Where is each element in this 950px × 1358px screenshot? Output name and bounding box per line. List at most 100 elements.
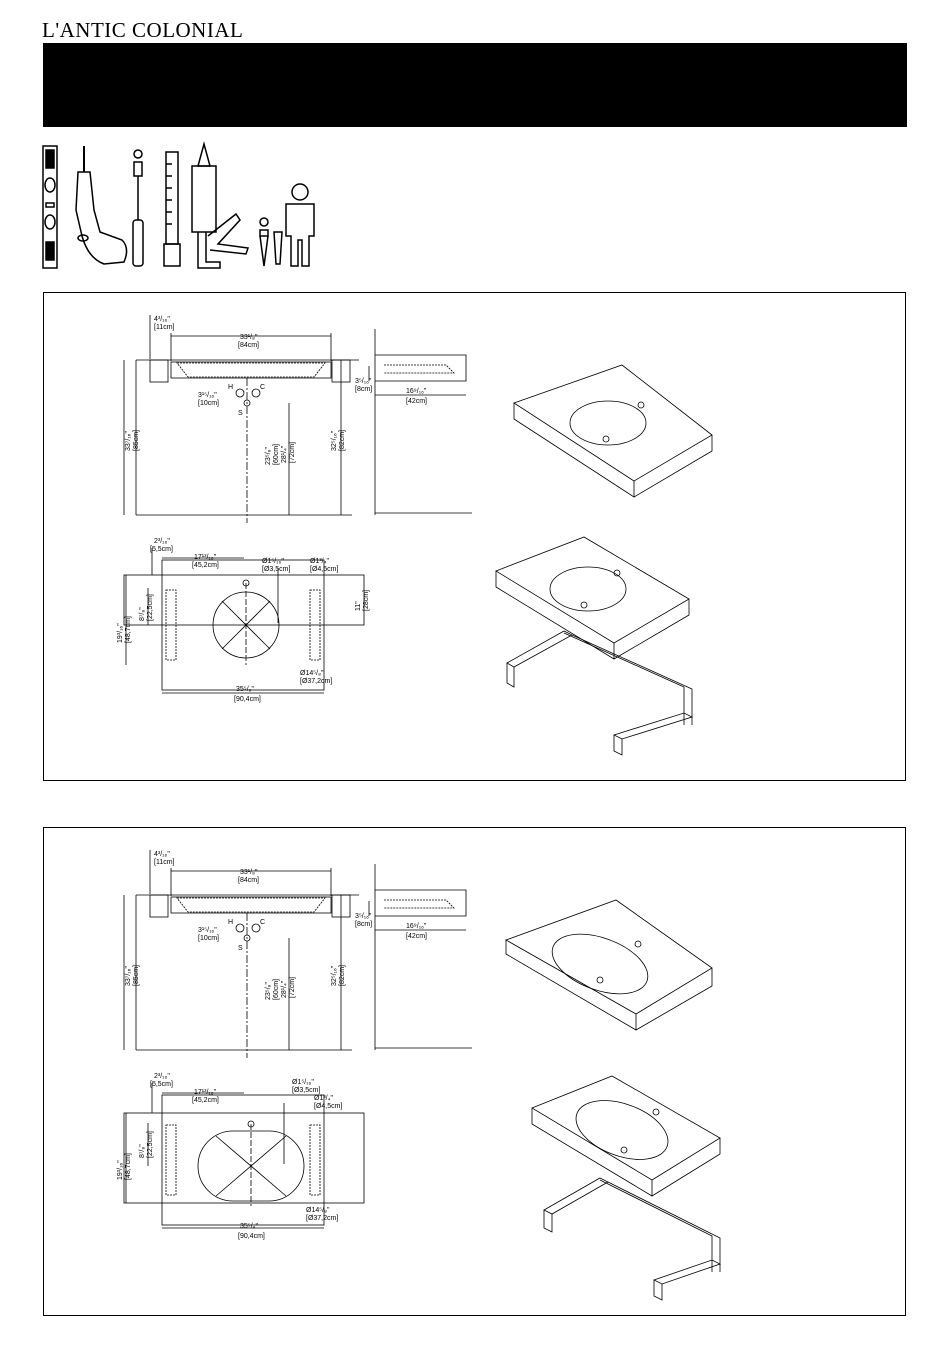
label-hole-h: H	[228, 384, 233, 391]
dim-height-right-in: 32⁵/₁₆"	[331, 965, 338, 986]
dim-height-right-cm: [82cm]	[339, 430, 346, 451]
dim-center-in: 17¹³/₁₆"	[194, 1089, 217, 1096]
dim-tap-cm: [Ø3,5cm]	[262, 566, 290, 573]
dim-height-mid1-in: 23⁵/₈"	[265, 981, 272, 1000]
screw-anchor-icon	[259, 217, 283, 267]
dim-spacing-cm: [10cm]	[198, 400, 219, 407]
technical-drawing: 4³/₁₆" [11cm] 33¹/₈" [84cm] H C S 3¹⁵/₁₆…	[117, 315, 713, 756]
dim-spacing-in: 3¹⁵/₁₆"	[198, 927, 217, 934]
drill-icon	[75, 146, 128, 265]
dim-height-mid1-cm: [60cm]	[273, 979, 280, 1000]
dim-side-depth-in: 16⁹/₁₆"	[406, 923, 427, 930]
caulking-gun-icon	[191, 141, 249, 269]
dim-center-cm: [45,2cm]	[192, 562, 219, 569]
dim-edge-in: 2³/₁₆"	[154, 1073, 170, 1080]
dim-total-cm: [90,4cm]	[238, 1233, 265, 1240]
dim-wall-cm: [28cm]	[363, 590, 370, 611]
dim-side-thick-cm: [8cm]	[355, 386, 372, 393]
dim-total-in: 35⁵/₈"	[236, 686, 255, 693]
dim-wall-in: 11"	[355, 601, 362, 611]
dim-drain-in: Ø1³/₄"	[310, 558, 329, 565]
dim-height-left-cm: [85cm]	[133, 430, 140, 451]
label-hole-c: C	[260, 384, 265, 391]
dim-height-left-cm: [85cm]	[133, 965, 140, 986]
front-elevation	[123, 850, 359, 1058]
front-elevation	[123, 315, 359, 523]
dim-side-depth-cm: [42cm]	[406, 933, 427, 940]
dim-bowl-in: Ø14⁵/₈"	[306, 1207, 330, 1214]
dim-edge-cm: [5,5cm]	[150, 1081, 173, 1088]
label-hole-c: C	[260, 919, 265, 926]
dim-height-mid2-in: 28¹/₄"	[281, 980, 288, 998]
dim-inner-cm: [22,5cm]	[147, 1131, 154, 1158]
screwdriver-icon	[132, 149, 144, 267]
isometric-basin-with-frame-view	[495, 536, 694, 756]
dim-tap-cm: [Ø3,5cm]	[292, 1087, 320, 1094]
technical-drawing: 4³/₁₆" [11cm] 33¹/₈" [84cm] H C S 3¹⁵/₁₆…	[117, 850, 722, 1301]
dim-inner-in: 8⁷/₈"	[139, 1144, 146, 1158]
dim-depth-cm: [48,7cm]	[125, 616, 132, 643]
dim-spacing-in: 3¹⁵/₁₆"	[198, 392, 217, 399]
dim-height-mid2-in: 28¹/₄"	[281, 445, 288, 463]
dim-side-depth-in: 16⁹/₁₆"	[406, 388, 427, 395]
dim-height-right-in: 32⁵/₁₆"	[331, 430, 338, 451]
dim-total-in: 35⁵/₈"	[240, 1223, 259, 1230]
dim-width-in: 33¹/₈"	[240, 869, 258, 876]
brand-logo: L'ANTIC COLONIAL	[42, 18, 244, 42]
dim-height-mid1-in: 23⁵/₈"	[265, 446, 272, 465]
dim-width-cm: [84cm]	[238, 877, 259, 884]
dim-drain-cm: [Ø4,5cm]	[310, 566, 338, 573]
spirit-level-icon	[42, 145, 58, 269]
dim-gap-cm: [11cm]	[154, 859, 175, 866]
plan-view	[123, 1083, 365, 1229]
dim-depth-cm: [48,7cm]	[125, 1153, 132, 1180]
dim-depth-in: 19³/₁₆"	[117, 623, 124, 643]
dim-tap-in: Ø1⁵/₁₆"	[262, 558, 284, 565]
dim-drain-cm: [Ø4,5cm]	[314, 1103, 342, 1110]
dim-center-cm: [45,2cm]	[192, 1097, 219, 1104]
dim-edge-cm: [5,5cm]	[150, 546, 173, 553]
dim-spacing-cm: [10cm]	[198, 935, 219, 942]
measuring-tape-icon	[163, 151, 181, 267]
dim-side-thick-cm: [8cm]	[355, 921, 372, 928]
dim-side-depth-cm: [42cm]	[406, 398, 427, 405]
title-banner	[43, 43, 907, 127]
dim-side-thick-in: 3⁵/₁₆"	[355, 378, 372, 385]
dim-drain-in: Ø1³/₄"	[314, 1095, 333, 1102]
dim-gap-cm: [11cm]	[154, 324, 175, 331]
dim-width-cm: [84cm]	[238, 342, 259, 349]
label-hole-s: S	[238, 945, 243, 952]
dim-bowl-cm: [Ø37,2cm]	[300, 678, 332, 685]
dim-height-right-cm: [82cm]	[339, 965, 346, 986]
dim-inner-cm: [22,5cm]	[147, 594, 154, 621]
dim-total-cm: [90,4cm]	[234, 696, 261, 703]
plan-view	[123, 548, 365, 694]
dim-bowl-in: Ø14⁵/₈"	[300, 670, 324, 677]
dim-width-in: 33¹/₈"	[240, 334, 258, 341]
dim-height-mid2-cm: [72cm]	[289, 977, 296, 998]
dim-tap-in: Ø1⁵/₁₆"	[292, 1079, 314, 1086]
dim-bowl-cm: [Ø37,2cm]	[306, 1215, 338, 1222]
dim-center-in: 17¹³/₁₆"	[194, 554, 217, 561]
dim-inner-in: 8⁷/₈"	[139, 607, 146, 621]
required-tools	[42, 141, 315, 269]
install-panel-round: 4³/₁₆" [11cm] 33¹/₈" [84cm] H C S 3¹⁵/₁₆…	[43, 292, 906, 781]
isometric-basin-view	[505, 899, 713, 1031]
dim-height-mid1-cm: [60cm]	[273, 444, 280, 465]
dim-side-thick-in: 3⁵/₁₆"	[355, 913, 372, 920]
person-icon	[285, 183, 315, 267]
side-elevation	[368, 329, 472, 515]
side-elevation	[368, 864, 472, 1050]
isometric-basin-view	[513, 364, 713, 498]
label-hole-s: S	[238, 410, 243, 417]
dim-height-mid2-cm: [72cm]	[289, 442, 296, 463]
dim-gap-in: 4³/₁₆"	[154, 851, 170, 858]
dim-height-left-in: 33⁷/₁₆"	[125, 431, 132, 451]
dim-gap-in: 4³/₁₆"	[154, 316, 170, 323]
isometric-basin-with-frame-view	[531, 1075, 722, 1301]
dim-edge-in: 2³/₁₆"	[154, 538, 170, 545]
install-panel-oval: 4³/₁₆" [11cm] 33¹/₈" [84cm] H C S 3¹⁵/₁₆…	[43, 827, 906, 1316]
label-hole-h: H	[228, 919, 233, 926]
dim-height-left-in: 33⁷/₁₆"	[125, 966, 132, 986]
dim-depth-in: 19³/₁₆"	[117, 1160, 124, 1180]
